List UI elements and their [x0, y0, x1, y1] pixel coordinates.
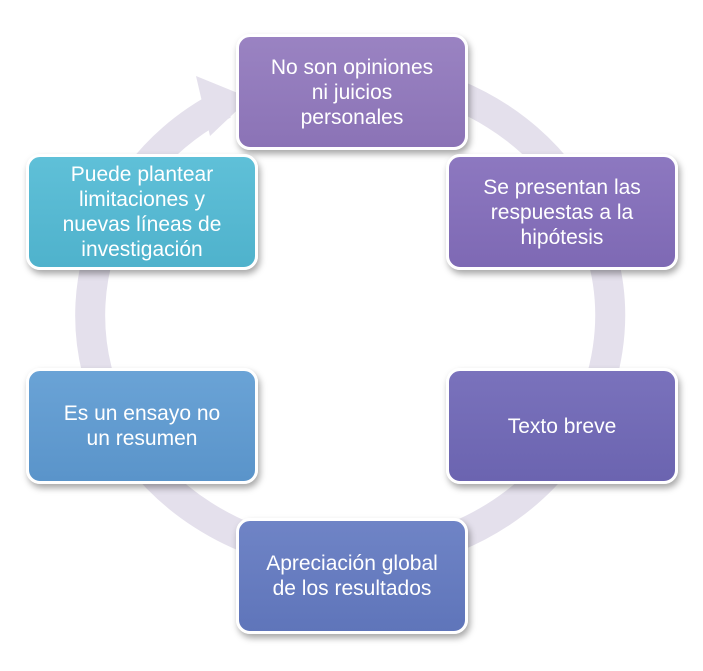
node-ensayo-no-resumen: Es un ensayo no un resumen [26, 368, 258, 484]
node-no-son-opiniones: No son opiniones ni juicios personales [236, 34, 468, 150]
node-texto-breve: Texto breve [446, 368, 678, 484]
node-label: Se presentan las respuestas a la hipótes… [483, 175, 641, 249]
node-limitaciones-nuevas-lineas: Puede plantear limitaciones y nuevas lín… [26, 154, 258, 270]
node-label: Apreciación global de los resultados [266, 552, 438, 600]
node-label: Es un ensayo no un resumen [63, 402, 221, 450]
cycle-arrowhead [196, 76, 250, 136]
node-apreciacion-global: Apreciación global de los resultados [236, 518, 468, 634]
node-label: Texto breve [507, 414, 617, 438]
node-label: Puede plantear limitaciones y nuevas lín… [62, 163, 222, 261]
node-se-presentan-respuestas: Se presentan las respuestas a la hipótes… [446, 154, 678, 270]
node-label: No son opiniones ni juicios personales [270, 55, 434, 129]
